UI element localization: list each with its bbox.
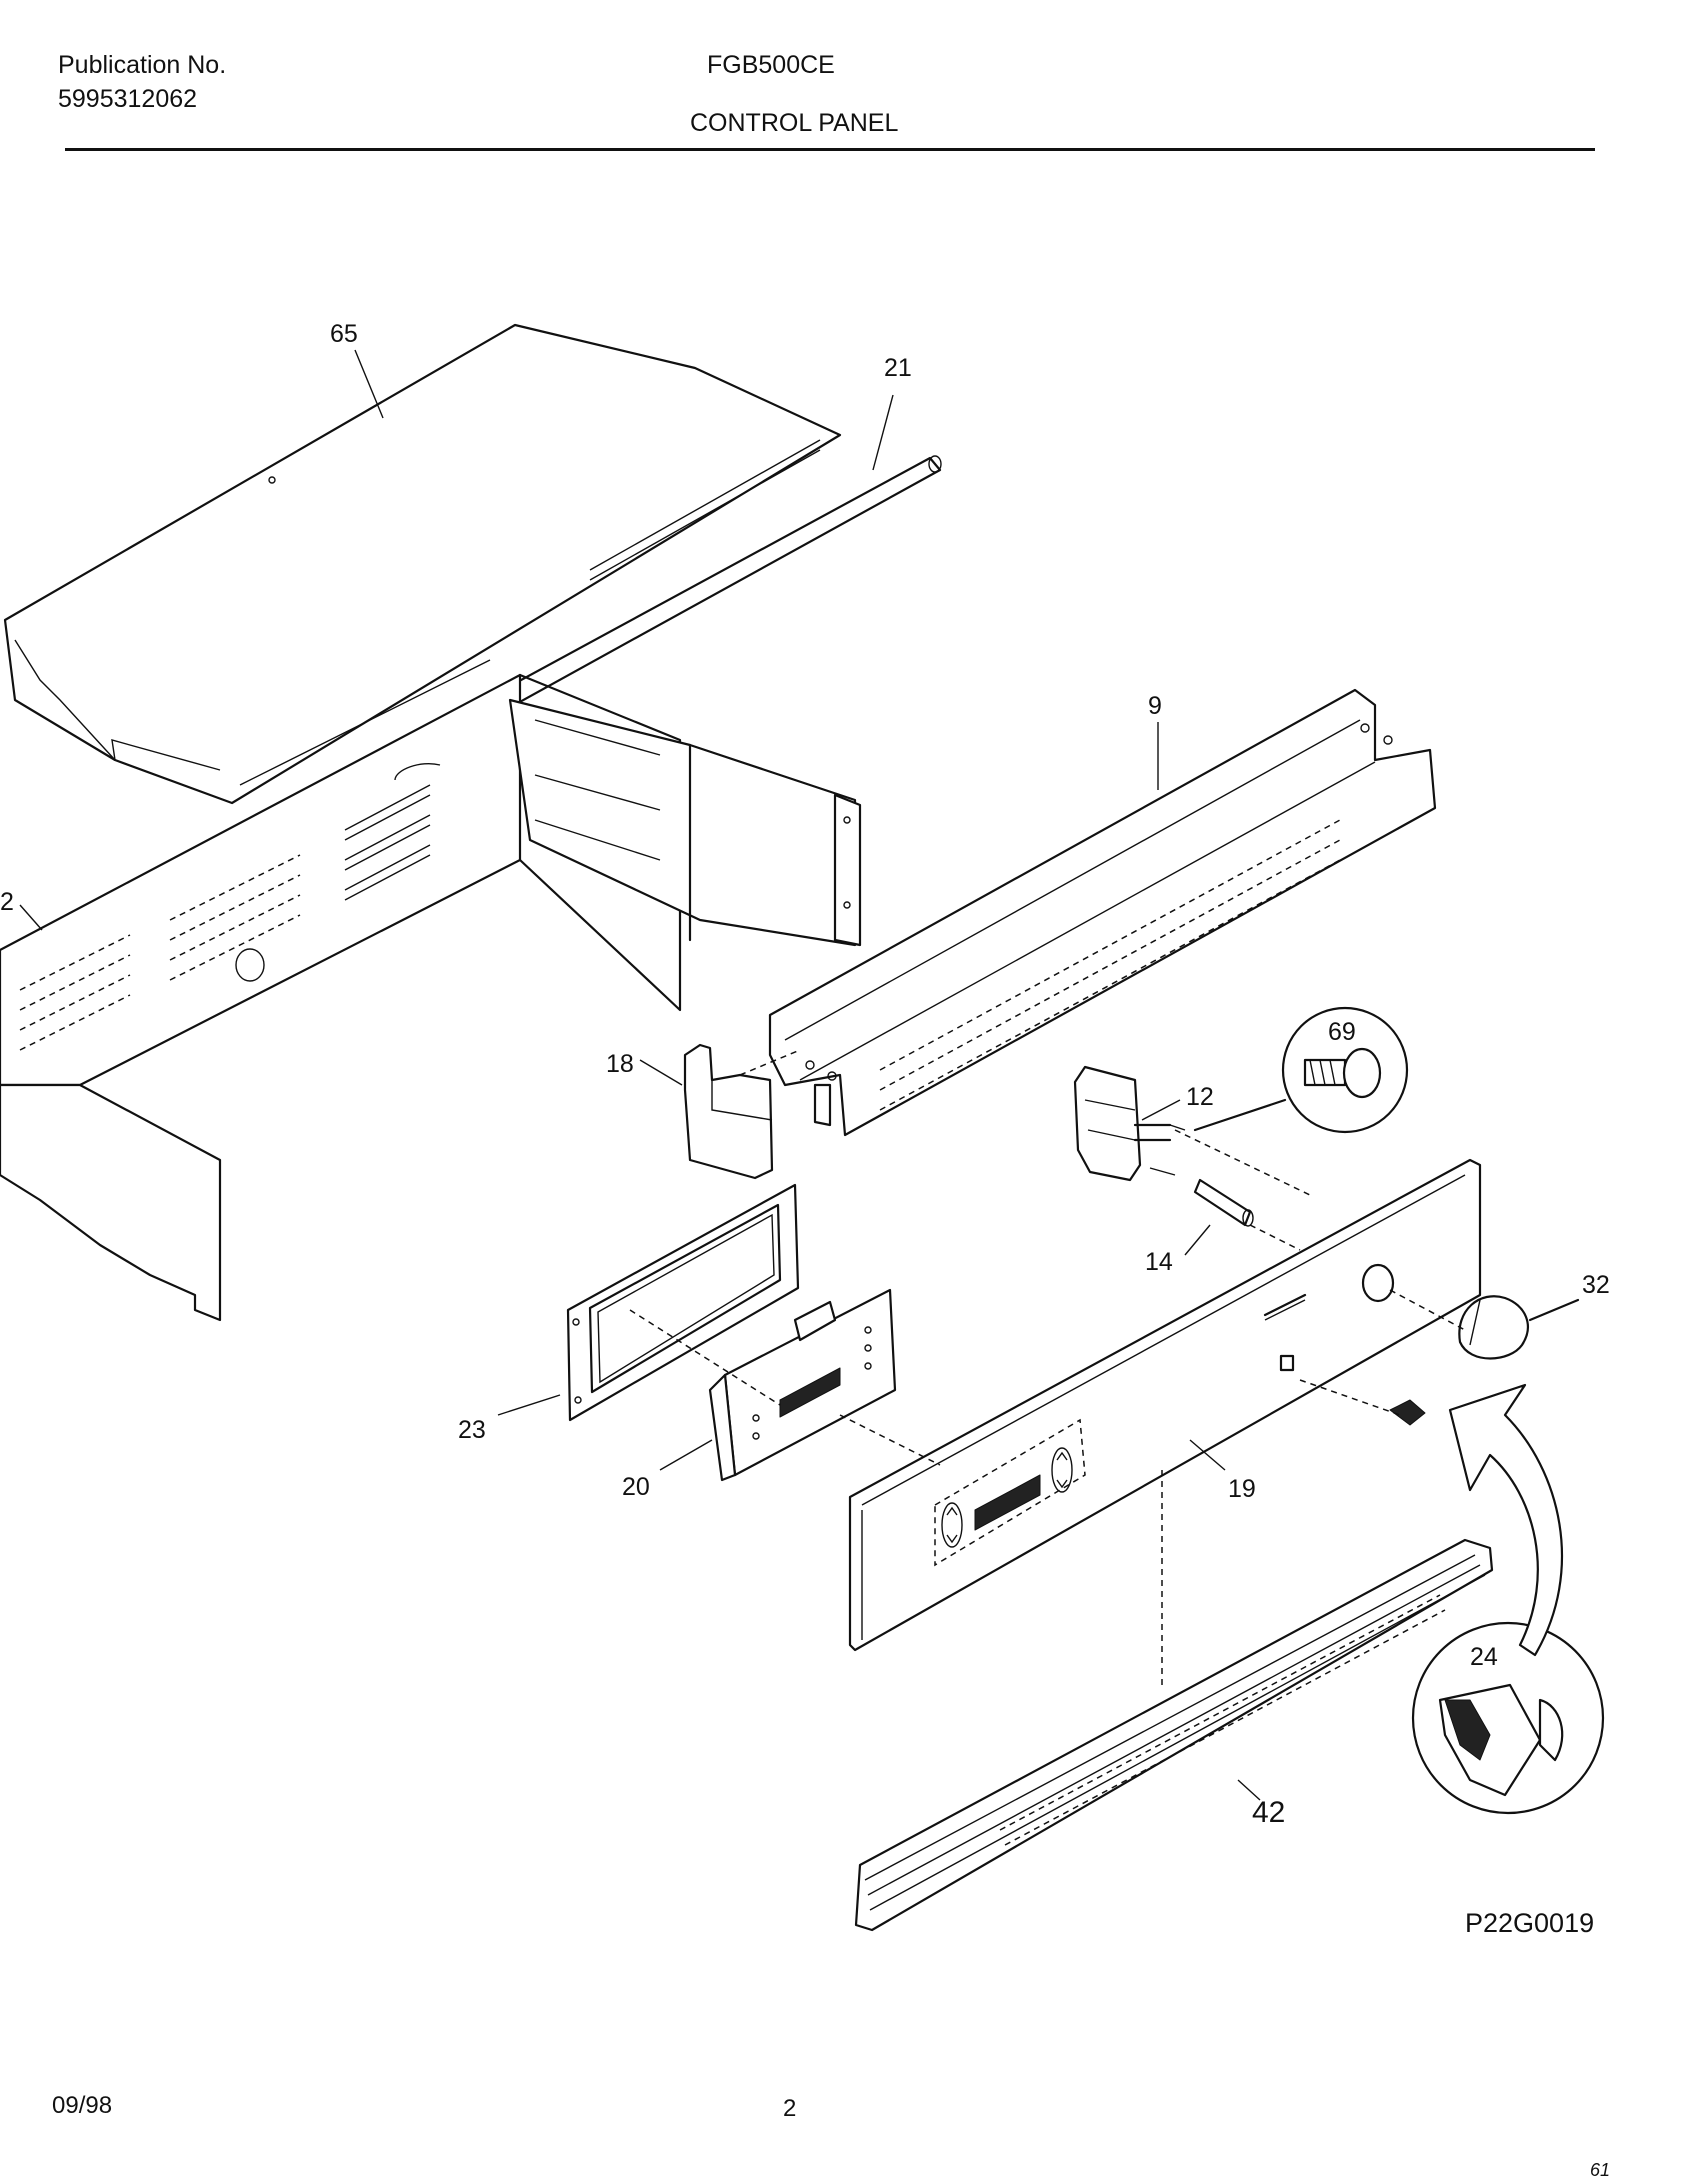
callout-32: 32	[1582, 1271, 1610, 1299]
part-69-screw	[1193, 1006, 1409, 1134]
callout-69: 69	[1328, 1018, 1356, 1046]
model-number: FGB500CE	[707, 51, 835, 79]
page-number: 2	[783, 2095, 797, 2122]
callout-24: 24	[1470, 1643, 1498, 1671]
header-rule	[65, 148, 1595, 151]
part-18-bracket	[683, 1043, 801, 1180]
part-32-knob	[1458, 1295, 1580, 1360]
callout-leader-lines	[19, 349, 1261, 1801]
callout-14: 14	[1145, 1248, 1173, 1276]
part-14-pin	[1193, 1178, 1254, 1227]
publication-date: 09/98	[52, 2092, 113, 2119]
callout-42: 42	[1252, 1796, 1285, 1829]
part-2-back-panel	[0, 673, 862, 1322]
part-24-rocker-switch	[1299, 1379, 1605, 1815]
part-42-trim-strip	[854, 1538, 1494, 1932]
callout-65: 65	[330, 320, 358, 348]
part-9-channel-bracket	[768, 688, 1437, 1137]
callout-18: 18	[606, 1050, 634, 1078]
section-title: CONTROL PANEL	[690, 109, 899, 137]
part-19-control-panel	[848, 1158, 1482, 1652]
figure-code: P22G0019	[1465, 1908, 1595, 1938]
callout-21: 21	[884, 354, 912, 382]
part-2-vent-slots	[19, 784, 431, 1051]
part-20-clock-board	[708, 1288, 897, 1482]
part-23-gasket-frame	[566, 1183, 800, 1422]
publication-label: Publication No.	[58, 51, 227, 79]
part-12-relay-block	[1073, 1065, 1186, 1182]
callout-19: 19	[1228, 1475, 1256, 1503]
callout-12: 12	[1186, 1083, 1214, 1111]
callout-20: 20	[622, 1473, 650, 1501]
callout-2: 2	[0, 888, 14, 916]
part-65-cover-sheet	[3, 323, 842, 805]
callout-labels: 65 21 2 9 18 12 69 14 32 23 20 19 24 42	[0, 320, 1610, 1829]
corner-mark: 61	[1590, 2160, 1611, 2180]
callout-23: 23	[458, 1416, 486, 1444]
assembly-guide-lines	[629, 1129, 1466, 1690]
callout-9: 9	[1148, 692, 1162, 720]
publication-number: 5995312062	[58, 85, 198, 113]
